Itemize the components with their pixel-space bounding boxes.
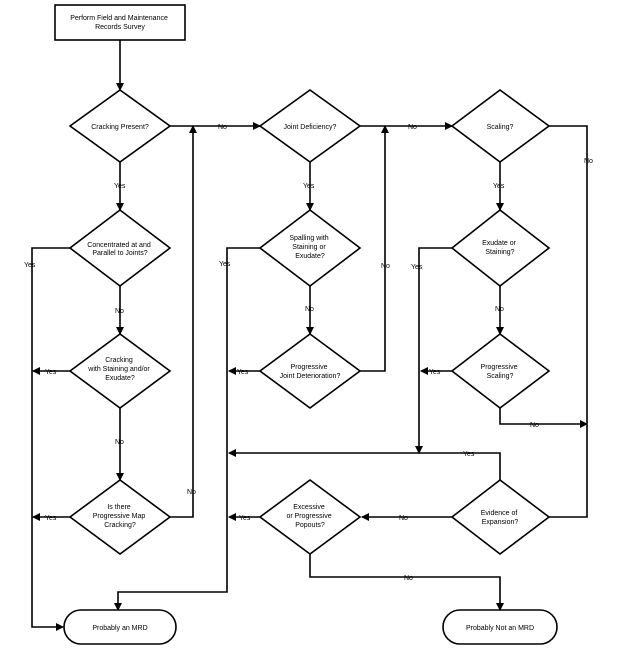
decision-cracking-present: Cracking Present? (68, 89, 172, 163)
exudate-line-1: Exudate or (482, 240, 517, 247)
edge-map-no (170, 125, 197, 518)
edge-progscaling-no (499, 408, 588, 428)
crackstain-line-1: Cracking (105, 357, 133, 364)
decision-scaling: Scaling? (450, 89, 551, 163)
svg-text:Concentrated at and Pa: Concentrated at and Parallel to Joints? (87, 242, 152, 257)
terminal-probably-not-mrd: Probably Not an MRD (442, 609, 558, 645)
label-cracking-yes: Yes (114, 183, 126, 190)
probably-not-mrd-text: Probably Not an MRD (466, 625, 534, 632)
start-line-2: Records Survey (95, 24, 145, 31)
edge-labels: No Yes Yes No Yes No Yes No No Yes Yes N… (24, 124, 593, 582)
label-map-yes: Yes (45, 515, 57, 522)
label-scaling-no: No (584, 158, 593, 165)
spalling-line-1: Spalling with (289, 235, 328, 242)
popouts-line-3: Popouts? (295, 522, 325, 529)
svg-text:Scaling?: Scaling? (487, 124, 514, 131)
label-progjoint-yes: Yes (237, 369, 249, 376)
label-exudate-no: No (495, 306, 504, 313)
label-exudate-yes: Yes (411, 264, 423, 271)
svg-text:Evidence of Expansion?: Evidence of Expansion? (481, 510, 520, 526)
map-line-1: Is there (107, 504, 130, 511)
expansion-line-2: Expansion? (482, 519, 519, 526)
svg-text:Perform Field and Maintenance: Perform Field and Maintenance Records Su… (70, 15, 170, 31)
decision-spalling-staining: Spalling with Staining or Exudate? (258, 208, 362, 288)
label-joint-yes: Yes (303, 183, 315, 190)
decision-evidence-expansion: Evidence of Expansion? (450, 478, 551, 556)
progjoint-line-1: Progressive (291, 364, 328, 371)
concentrated-line-1: Concentrated at and (87, 242, 151, 249)
label-scaling-yes: Yes (493, 183, 505, 190)
joint-deficiency-text: Joint Deficiency? (284, 124, 337, 131)
spalling-line-3: Exudate? (295, 253, 325, 260)
edge-expansion-yes (228, 449, 501, 480)
label-popouts-no: No (404, 575, 413, 582)
probably-mrd-text: Probably an MRD (92, 625, 147, 632)
label-joint-no: No (408, 124, 417, 131)
edge-progjoint-no (360, 125, 389, 372)
svg-text:Cracking with Staining: Cracking with Staining and/or Exudate? (87, 357, 151, 382)
edge-exudate-yes (415, 247, 452, 454)
label-concentrated-yes: Yes (24, 262, 36, 269)
progscaling-line-1: Progressive (481, 364, 518, 371)
label-map-no: No (187, 489, 196, 496)
label-cracking-no: No (218, 124, 227, 131)
concentrated-line-2: Parallel to Joints? (92, 250, 147, 257)
progscaling-line-2: Scaling? (487, 373, 514, 380)
label-progscaling-no: No (530, 422, 539, 429)
label-popouts-yes: Yes (239, 515, 251, 522)
edge-popouts-no (309, 554, 504, 611)
label-expansion-no: No (399, 515, 408, 522)
decision-progressive-joint-deterioration: Progressive Joint Deterioration? (258, 333, 362, 409)
connectors (31, 40, 588, 631)
terminal-probably-mrd: Probably an MRD (63, 609, 177, 645)
map-line-2: Progressive Map (93, 513, 146, 520)
map-line-3: Cracking? (104, 522, 136, 529)
decision-progressive-scaling: Progressive Scaling? (450, 332, 551, 410)
cracking-present-text: Cracking Present? (91, 124, 149, 131)
label-spalling-no: No (305, 306, 314, 313)
svg-text:Joint Deficiency?: Joint Deficiency? (284, 124, 337, 131)
expansion-line-1: Evidence of (481, 510, 518, 517)
decision-concentrated-at-joints: Concentrated at and Parallel to Joints? (68, 208, 172, 288)
svg-text:Probably an MRD: Probably an MRD (92, 625, 147, 632)
decision-map-cracking: Is there Progressive Map Cracking? (68, 479, 172, 555)
decision-excessive-popouts: Excessive or Progressive Popouts? (258, 479, 362, 555)
svg-text:Excessive or Progressi: Excessive or Progressive Popouts? (286, 504, 333, 529)
label-expansion-yes: Yes (463, 451, 475, 458)
edge-scaling-no (549, 125, 588, 518)
svg-text:Spalling with Staining: Spalling with Staining or Exudate? (289, 235, 330, 260)
nodes: Perform Field and Maintenance Records Su… (54, 4, 558, 645)
label-crackstain-yes: Yes (45, 369, 57, 376)
spalling-line-2: Staining or (292, 244, 326, 251)
svg-text:Cracking Present?: Cracking Present? (91, 124, 149, 131)
edge-spalling-yes (114, 247, 260, 611)
decision-joint-deficiency: Joint Deficiency? (258, 89, 362, 163)
decision-cracking-staining: Cracking with Staining and/or Exudate? (68, 333, 172, 409)
edge-concentrated-yes (31, 247, 70, 631)
popouts-line-2: or Progressive (286, 513, 331, 520)
label-progjoint-no: No (381, 263, 390, 270)
svg-text:Progressive Joint Dete: Progressive Joint Deterioration? (280, 364, 341, 380)
label-spalling-yes: Yes (219, 261, 231, 268)
start-line-1: Perform Field and Maintenance (70, 15, 168, 22)
progjoint-line-2: Joint Deterioration? (280, 373, 341, 380)
start-process-box: Perform Field and Maintenance Records Su… (54, 4, 186, 41)
svg-text:Is there Progressive M: Is there Progressive Map Cracking? (93, 504, 147, 529)
label-concentrated-no: No (115, 308, 124, 315)
popouts-line-1: Excessive (293, 504, 325, 511)
exudate-line-2: Staining? (485, 249, 514, 256)
scaling-text: Scaling? (487, 124, 514, 131)
label-crackstain-no: No (115, 439, 124, 446)
svg-text:Probably Not an MRD: Probably Not an MRD (466, 625, 534, 632)
crackstain-line-3: Exudate? (105, 375, 135, 382)
svg-text:Exudate or Staining?: Exudate or Staining? (482, 240, 518, 256)
svg-text:Progressive Scaling?: Progressive Scaling? (481, 364, 520, 380)
label-progscaling-yes: Yes (429, 369, 441, 376)
crackstain-line-2: with Staining and/or (87, 366, 150, 373)
decision-exudate-staining: Exudate or Staining? (450, 208, 551, 288)
